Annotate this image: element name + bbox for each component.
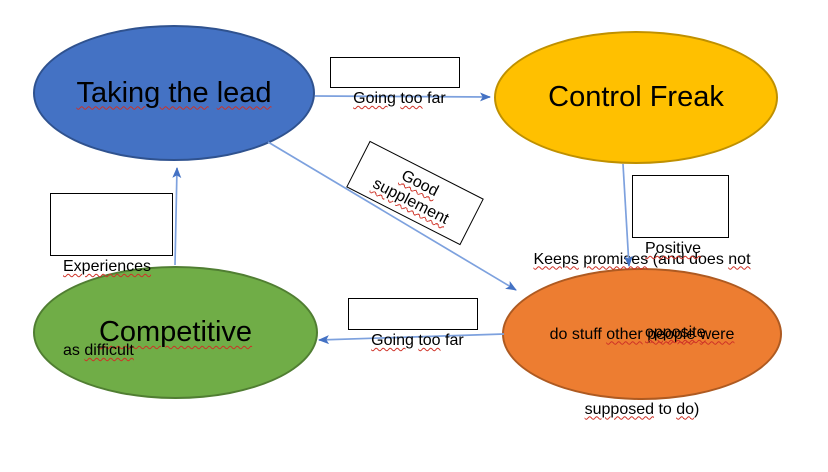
text-run: Control Freak (548, 81, 724, 113)
node-ellipse-control-freak[interactable]: Control Freak (494, 31, 778, 164)
arrow-line (267, 141, 517, 291)
text-run: as (63, 342, 85, 359)
text-run: far (422, 90, 446, 107)
arrow-competitive-to-taking-the-lead[interactable] (172, 167, 182, 266)
node-label-line: do stuff other people were (516, 322, 768, 347)
arrow-line (172, 167, 182, 266)
edge-label-text: Going too far (371, 332, 464, 349)
node-label-taking-the-lead: Taking the lead (76, 77, 271, 110)
text-run: were (699, 325, 735, 343)
node-ellipse-competitive[interactable]: Competitive (33, 266, 318, 399)
text-run: people (647, 325, 696, 343)
node-ellipse-keeps-promises[interactable]: Keeps promises (and does not do stuff ot… (502, 251, 782, 418)
text-run: supposed (584, 400, 655, 418)
node-ellipse-taking-the-lead[interactable]: Taking the lead (33, 25, 315, 161)
text-run: other (606, 325, 643, 343)
arrow-line (318, 333, 505, 345)
text-run: far (440, 332, 464, 349)
arrow-taking-the-lead-to-control-freak[interactable] (314, 92, 491, 102)
text-run: to (654, 400, 677, 418)
text-run: lead (216, 76, 272, 109)
node-label-competitive: Competitive (99, 316, 252, 349)
text-run: Going (353, 90, 396, 107)
node-label-line: supposed to do) (516, 397, 768, 422)
edge-label-experiences-as-difficult[interactable]: Experiences as difficult (50, 193, 173, 359)
text-run: opposite (645, 324, 706, 341)
edge-label-line: Experiences (63, 253, 172, 281)
edge-label-line: opposite (645, 319, 728, 347)
arrow-control-freak-to-keeps-promises[interactable] (622, 163, 633, 267)
arrow-line (622, 163, 633, 267)
text-run: (and does (648, 250, 729, 268)
text-run: not (728, 250, 751, 268)
text-run: too (400, 90, 423, 107)
text-run: Taking the (76, 76, 209, 109)
edge-label-line: as difficult (63, 337, 172, 365)
arrow-taking-the-lead-to-keeps-promises[interactable] (267, 141, 517, 291)
text-run: difficult (84, 342, 134, 359)
edge-label-going-too-far-bottom[interactable]: Going too far (348, 298, 478, 349)
arrow-keeps-promises-to-competitive[interactable] (318, 333, 505, 345)
text-run: do (676, 400, 695, 418)
text-run: Positive (645, 240, 702, 257)
text-run: Going (371, 332, 414, 349)
node-label-line: Keeps promises (and does not (516, 247, 768, 272)
arrow-line (314, 92, 491, 102)
text-run: Keeps (533, 250, 579, 268)
edge-label-going-too-far-top[interactable]: Going too far (330, 57, 460, 107)
text-run: Competitive (98, 316, 253, 348)
edge-label-positive-opposite[interactable]: Positive opposite (632, 175, 729, 341)
text-run: Experiences (63, 258, 152, 275)
text-run: too (418, 332, 441, 349)
diagram-canvas: { "canvas": {"width": 828, "height": 423… (33, 25, 782, 418)
text-run: do stuff (549, 325, 607, 343)
node-label-control-freak: Control Freak (548, 81, 724, 114)
edge-label-line: Positive (645, 235, 728, 263)
connector-layer (172, 92, 633, 345)
edge-label-text: Going too far (353, 90, 446, 107)
text-run: ) (694, 400, 700, 418)
node-label-keeps-promises: Keeps promises (and does not do stuff ot… (516, 197, 768, 472)
